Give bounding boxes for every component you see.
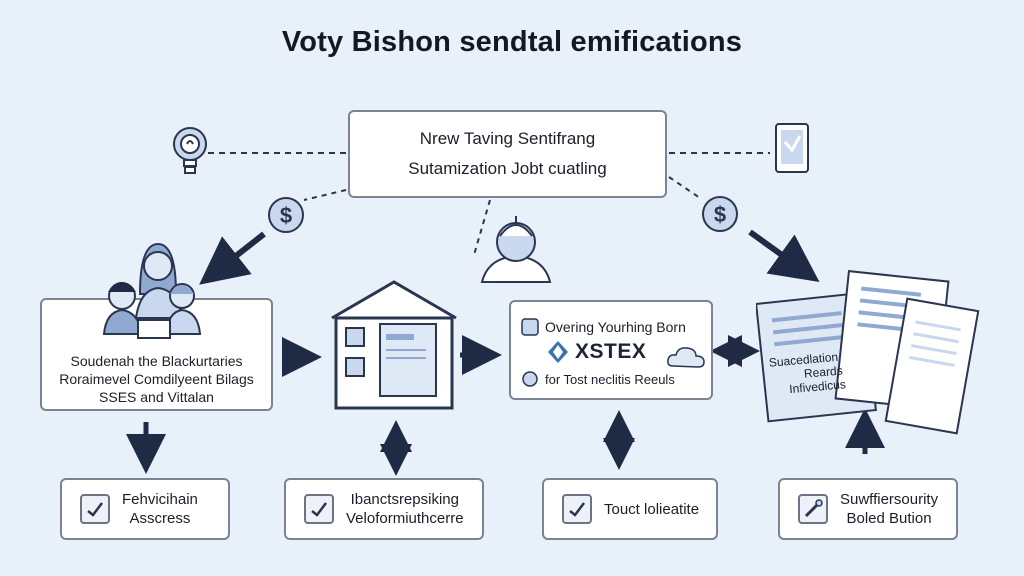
bottom-box-1-line-1: Fehvicihain <box>122 491 198 508</box>
checkbox-icon <box>80 494 110 524</box>
tablet-icon <box>775 123 809 173</box>
bottom-box-3-line-1: Touct lolieatite <box>604 500 700 518</box>
top-box-line-1: Nrew Taving Sentifrang <box>419 129 596 148</box>
bottom-box-4-line-2: Boled Bution <box>846 510 932 527</box>
diamond-icon <box>548 341 568 363</box>
bottom-box-3: Touct lolieatite <box>542 478 718 540</box>
check-icon <box>521 318 539 336</box>
family-box-line-1: Soudenah the Blackurtaries <box>70 353 243 369</box>
diagram-title: Voty Bishon sendtal emifications <box>281 26 743 58</box>
dollar-icon: $ <box>268 197 304 233</box>
card-box: Overing Yourhing Born XSTEX for Tost nec… <box>509 300 713 400</box>
cloud-icon <box>667 347 705 368</box>
settings-icon <box>522 371 538 387</box>
documents-text: Suacedlation Reards Infivedicus <box>768 348 857 397</box>
lightbulb-icon <box>173 127 207 174</box>
checkbox-icon <box>304 494 334 524</box>
family-box-line-2: Roraimevel Comdilyeent Bilags <box>59 371 254 387</box>
document-icon <box>756 270 980 435</box>
svg-text:$: $ <box>280 203 292 228</box>
house-icon <box>331 280 457 410</box>
bottom-box-1: Fehvicihain Asscress <box>60 478 230 540</box>
arrow-top-to-documents <box>748 229 820 283</box>
top-process-box: Nrew Taving Sentifrang Sutamization Jobt… <box>348 110 667 198</box>
bottom-box-2-line-1: Ibanctsrepsiking <box>350 491 459 508</box>
tools-icon <box>798 494 828 524</box>
dollar-icon: $ <box>702 196 738 232</box>
person-icon <box>480 216 552 283</box>
dashed-connector-diag-left <box>303 189 347 201</box>
family-box-line-3: SSES and Vittalan <box>99 389 214 405</box>
family-icon <box>102 242 202 339</box>
card-brand-text: XSTEX <box>575 340 647 363</box>
bottom-box-1-line-2: Asscress <box>129 510 191 527</box>
svg-text:$: $ <box>714 202 726 227</box>
top-box-line-2: Sutamization Jobt cuatling <box>408 159 607 178</box>
card-line-1: Overing Yourhing Born <box>545 319 686 335</box>
bottom-box-4: Suwffiersourity Boled Bution <box>778 478 958 540</box>
bottom-box-2-line-2: Veloformiuthcerre <box>346 510 464 527</box>
bottom-box-2: Ibanctsrepsiking Veloformiuthcerre <box>284 478 484 540</box>
arrow-top-to-family <box>199 231 266 285</box>
dashed-connector-diag-right <box>668 176 701 199</box>
bottom-box-4-line-1: Suwffiersourity <box>840 491 939 508</box>
card-line-3: for Tost neclitis Reeuls <box>545 371 675 387</box>
checkbox-icon <box>562 494 592 524</box>
